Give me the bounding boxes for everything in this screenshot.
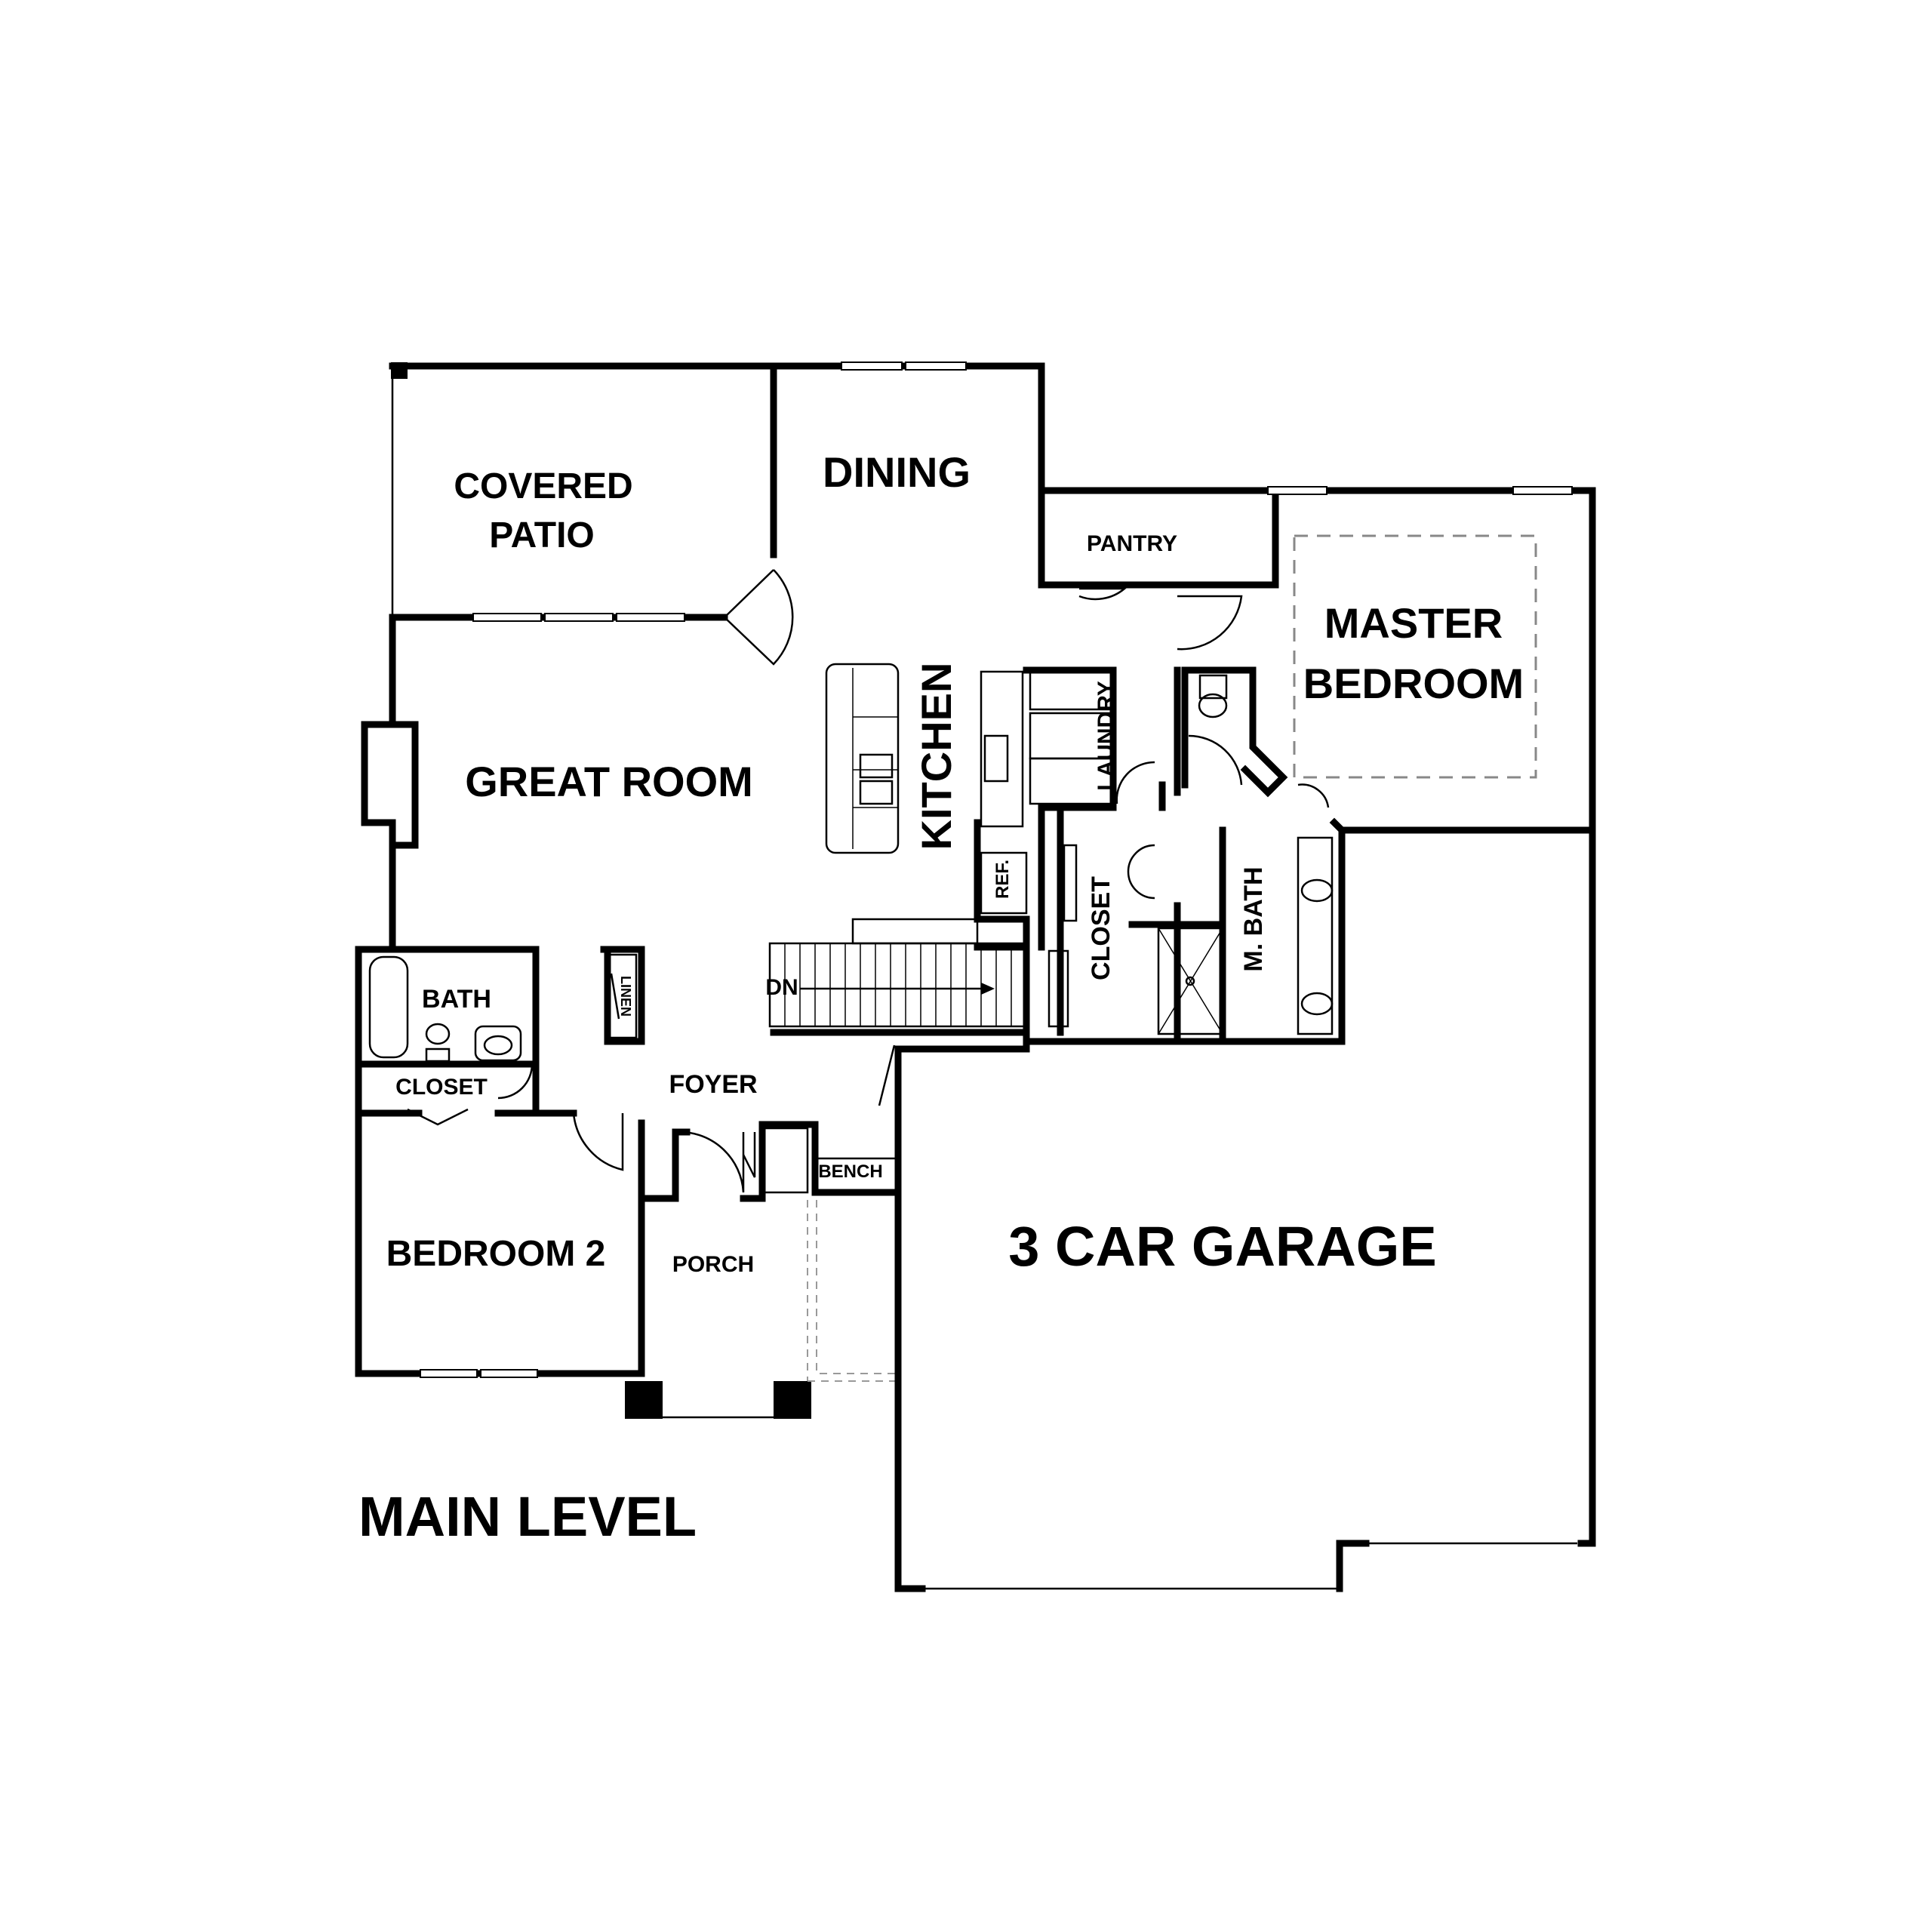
stairs (768, 918, 1028, 1028)
doors (407, 569, 1330, 1193)
covered-patio-label-2: PATIO (489, 515, 595, 555)
windows (420, 361, 1573, 1378)
foyer-label: FOYER (669, 1070, 757, 1099)
dining-label: DINING (823, 448, 971, 496)
master-bath-label: M. BATH (1239, 866, 1268, 971)
stair-dn-label: DN (765, 975, 798, 1000)
garage-label: 3 CAR GARAGE (1008, 1215, 1436, 1278)
bath-label: BATH (422, 985, 491, 1014)
bedroom-2-label: BEDROOM 2 (386, 1234, 606, 1274)
linen-label: LINEN (618, 976, 633, 1017)
great-room-label: GREAT ROOM (465, 758, 753, 805)
exterior-walls (355, 362, 1596, 1592)
closet-master-label: CLOSET (1087, 876, 1115, 980)
plan-title: MAIN LEVEL (358, 1485, 697, 1548)
master-bedroom-label-2: BEDROOM (1303, 660, 1524, 707)
ref-label: REF. (992, 860, 1013, 899)
porch-label: PORCH (672, 1252, 754, 1277)
bed-outline (1293, 534, 1537, 779)
master-bedroom-label-1: MASTER (1324, 599, 1503, 647)
laundry-label: LAUNDRY (1094, 681, 1118, 791)
room-labels: COVERED PATIO DINING PANTRY MASTER BEDRO… (386, 448, 1524, 1278)
fixtures (368, 663, 1334, 1194)
pantry-label: PANTRY (1087, 531, 1177, 556)
bench-label: BENCH (818, 1161, 882, 1182)
closet-bed2-label: CLOSET (395, 1075, 488, 1100)
covered-patio-label-1: COVERED (454, 466, 632, 506)
kitchen-label: KITCHEN (912, 663, 960, 851)
